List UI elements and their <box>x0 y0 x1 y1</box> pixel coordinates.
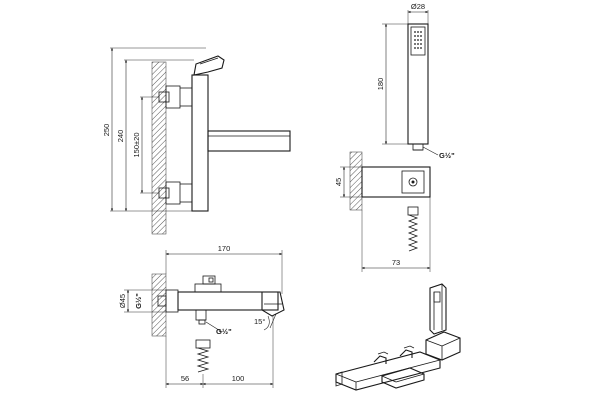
inlet-thread-label: G½" <box>134 293 143 309</box>
angle-15-label: 15° <box>254 317 265 326</box>
top-spout-tip <box>261 291 285 317</box>
dim-180-label: 180 <box>376 78 385 91</box>
dim-170-label: 170 <box>218 244 231 253</box>
dim-73-label: 73 <box>392 258 400 267</box>
mixer-spout <box>207 130 291 152</box>
dim-28-label: Ø28 <box>411 2 425 11</box>
holder-body <box>361 166 431 198</box>
dim-100-label: 100 <box>232 374 245 383</box>
iso-hand-shower <box>429 283 447 335</box>
shower-thread-label: G½" <box>439 151 455 160</box>
hand-shower-view: Ø28 180 G½" <box>376 2 455 160</box>
iso-mixer <box>335 345 441 391</box>
iso-holder <box>425 331 461 361</box>
mixer-handle <box>193 55 225 76</box>
mixer-body <box>191 74 209 212</box>
shower-connector <box>412 143 424 151</box>
side-wall-hatch <box>151 61 167 235</box>
top-mixer-body <box>177 291 279 311</box>
holder-hole <box>408 177 418 187</box>
top-hose <box>195 339 211 373</box>
dim-240-label: 240 <box>116 130 125 143</box>
holder-wall-hatch <box>349 151 363 211</box>
top-handle <box>194 275 222 293</box>
top-view: 170 Ø45 G½" G½" <box>118 244 285 388</box>
top-wall-hatch <box>151 273 167 337</box>
dim-d45-label: Ø45 <box>118 294 127 308</box>
side-view: 250 240 150±20 <box>102 47 291 235</box>
shower-hose <box>407 206 419 252</box>
dim-150-label: 150±20 <box>132 133 141 158</box>
isometric-view <box>335 283 461 391</box>
lower-inlet <box>158 181 192 205</box>
shower-nozzles <box>414 31 422 49</box>
outlet-thread-label: G½" <box>216 327 232 336</box>
holder-view: 45 73 <box>334 151 431 272</box>
dim-56-label: 56 <box>181 374 189 383</box>
dim-250-label: 250 <box>102 124 111 137</box>
upper-inlet <box>158 85 192 109</box>
dim-45-label: 45 <box>334 178 343 186</box>
